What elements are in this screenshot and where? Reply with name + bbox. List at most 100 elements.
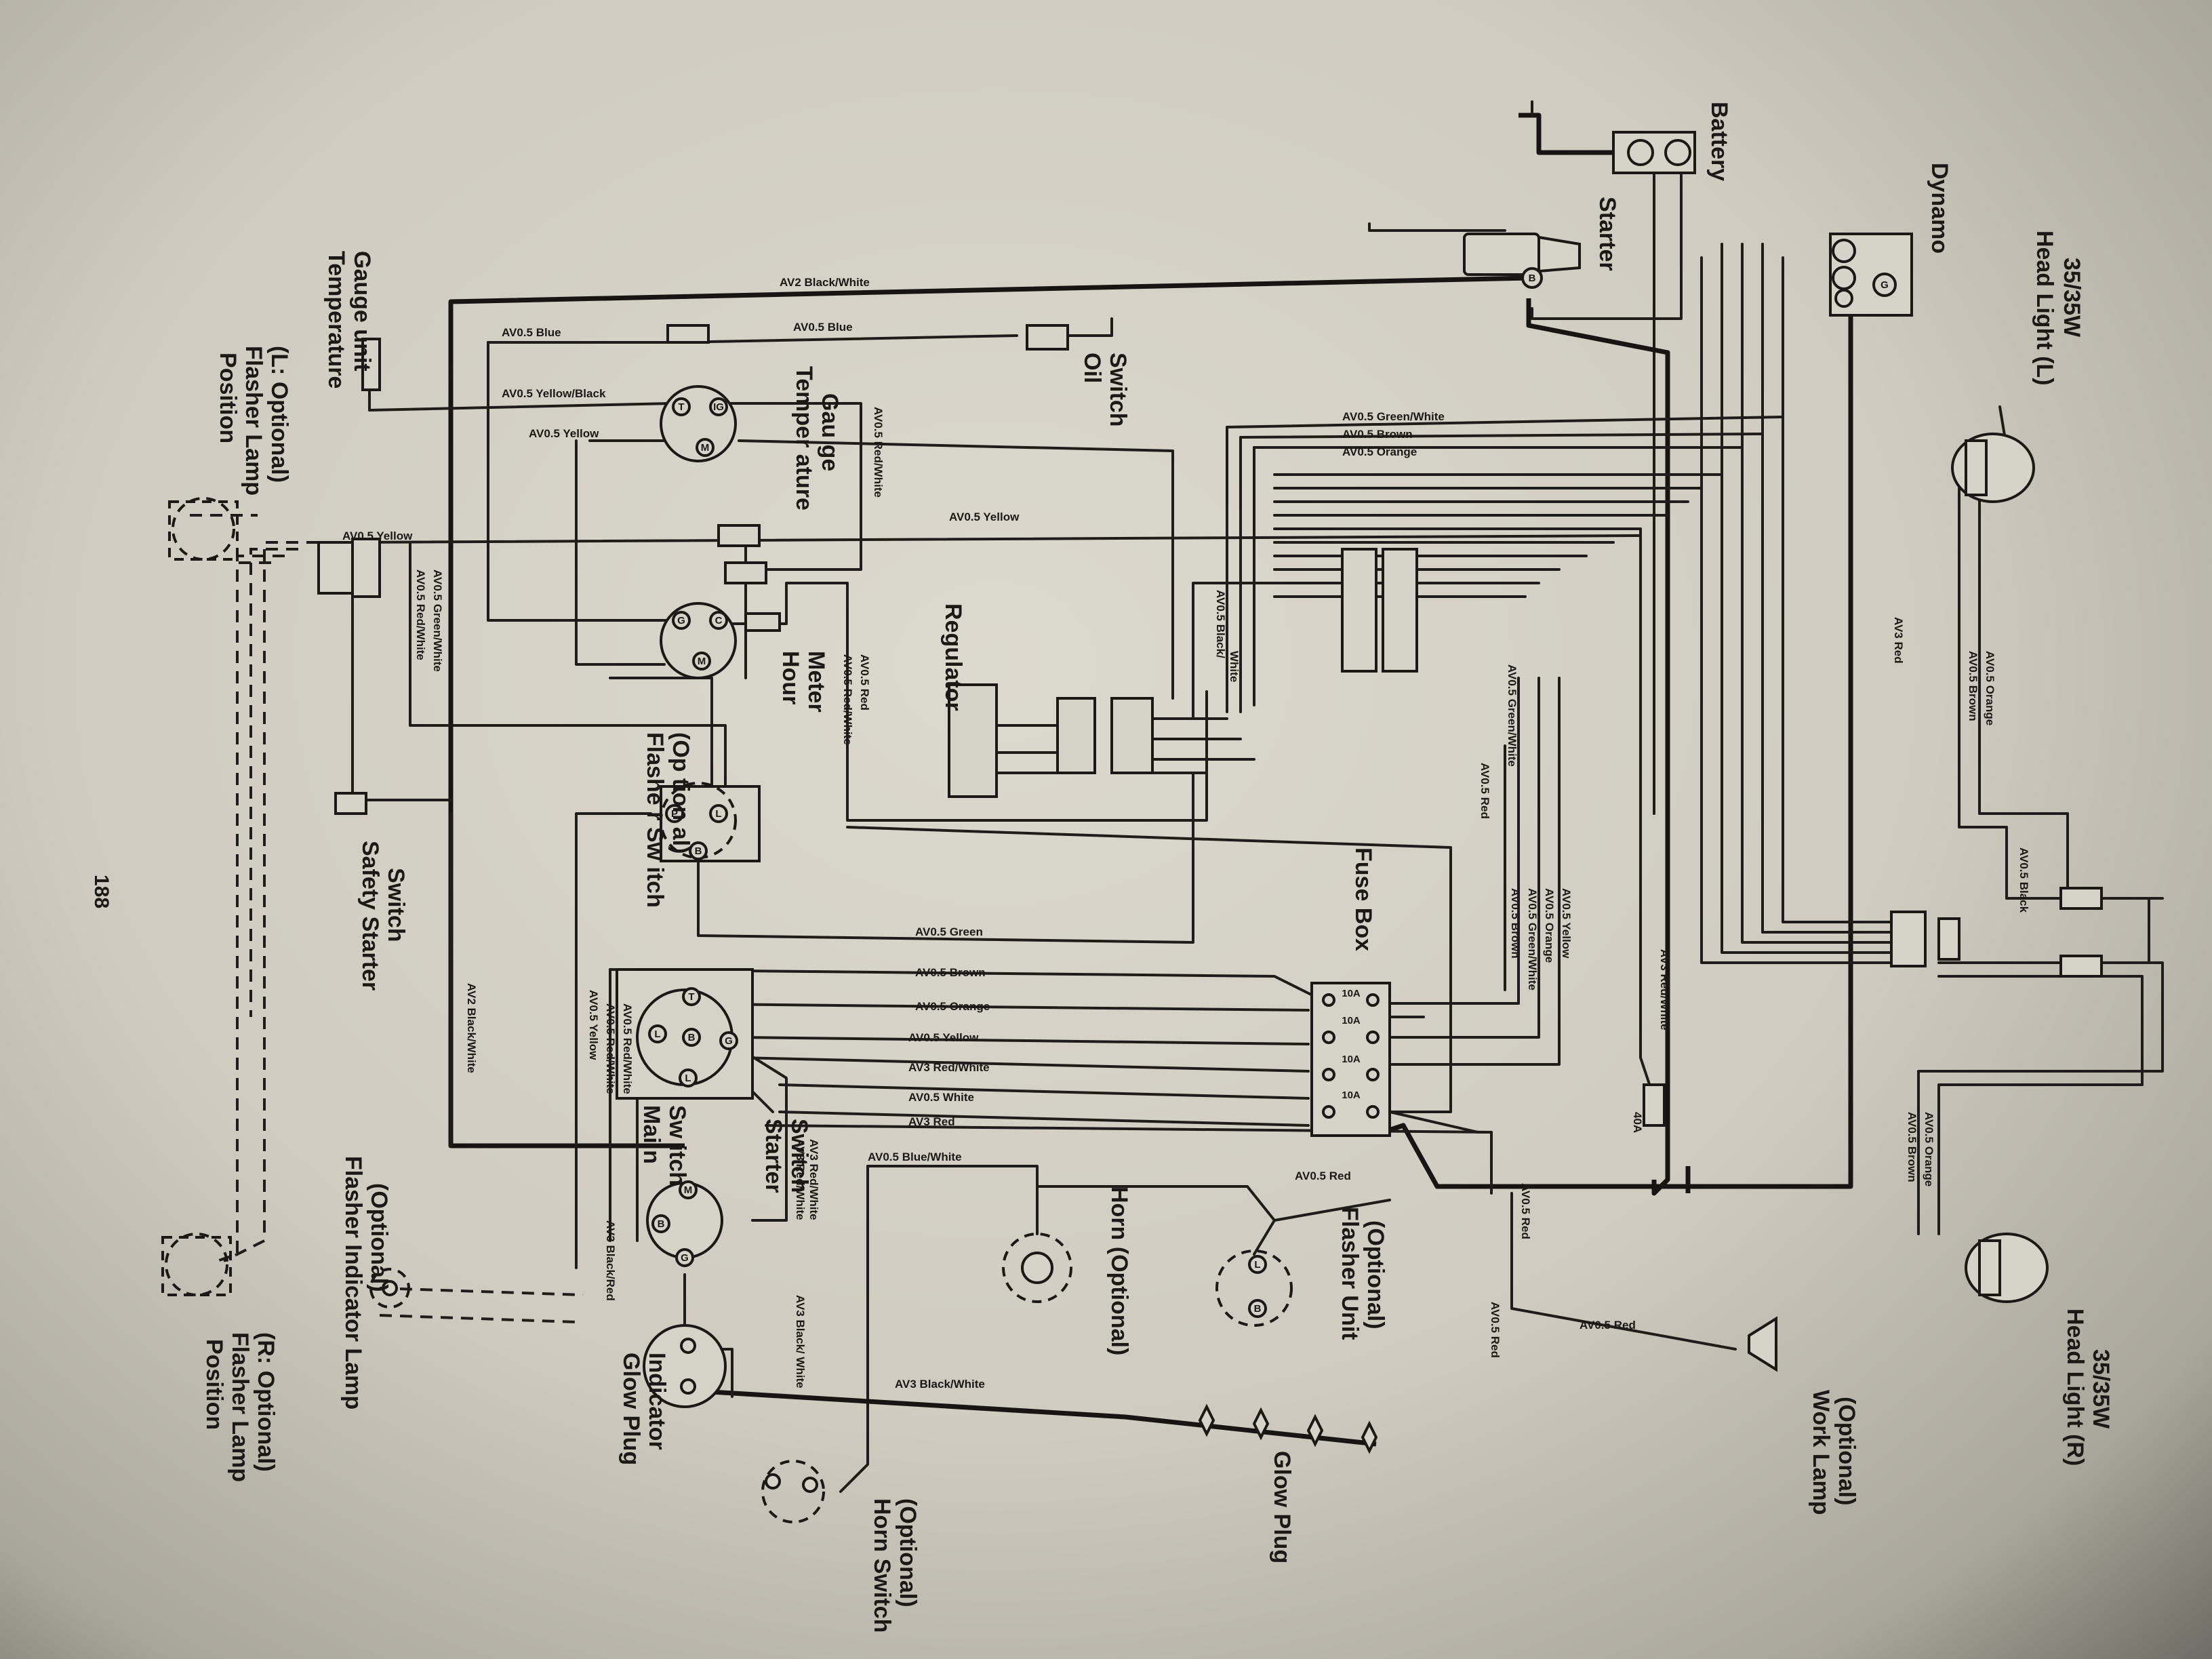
label-glow-plug: Glow Plug bbox=[1269, 1451, 1295, 1563]
svg-text:AV0.5 Green/White: AV0.5 Green/White bbox=[1506, 664, 1519, 767]
svg-text:AV0.5 Green/White: AV0.5 Green/White bbox=[1526, 888, 1539, 991]
svg-text:AV0.5 Yellow: AV0.5 Yellow bbox=[1560, 888, 1573, 959]
svg-text:AV0.5 Brown: AV0.5 Brown bbox=[1967, 651, 1979, 721]
svg-text:B: B bbox=[1254, 1303, 1262, 1315]
hour-meter: G C M bbox=[660, 602, 737, 679]
svg-text:T: T bbox=[678, 401, 684, 413]
regulator bbox=[948, 683, 1154, 798]
svg-text:G: G bbox=[681, 1252, 689, 1264]
fuse-box: 10A 10A 10A 10A bbox=[1310, 982, 1391, 1137]
label-dynamo: Dynamo bbox=[1927, 163, 1952, 254]
svg-text:AV0.5 Red: AV0.5 Red bbox=[1295, 1170, 1351, 1182]
svg-text:AV3 Black/ White: AV3 Black/ White bbox=[794, 1295, 807, 1388]
harness-connector-block bbox=[1341, 548, 1418, 673]
head-light-r bbox=[1965, 1233, 2049, 1303]
svg-text:AV0.5 Yellow: AV0.5 Yellow bbox=[342, 529, 413, 542]
label-horn-switch: Horn Switch(Optional) bbox=[869, 1498, 921, 1633]
svg-text:L: L bbox=[685, 1073, 691, 1084]
svg-text:AV3 Red/White: AV3 Red/White bbox=[794, 1139, 807, 1220]
svg-text:AV0.5 Orange: AV0.5 Orange bbox=[1984, 651, 1996, 725]
svg-text:AV3 Red/White: AV3 Red/White bbox=[807, 1139, 820, 1220]
svg-text:AV0.5 Brown: AV0.5 Brown bbox=[1509, 888, 1522, 959]
horn-switch bbox=[761, 1460, 825, 1523]
svg-text:T: T bbox=[688, 991, 694, 1003]
svg-text:AV2 Black/White: AV2 Black/White bbox=[780, 276, 870, 289]
svg-text:AV0.5 Red/White: AV0.5 Red/White bbox=[872, 407, 885, 498]
starter-switch: M B G bbox=[646, 1180, 723, 1267]
label-fuse-box: Fuse Box bbox=[1350, 847, 1376, 951]
label-position-flasher-r: PositionFlasher Lamp(R: Optional) bbox=[201, 1332, 279, 1482]
svg-text:AV0.5 Black/: AV0.5 Black/ bbox=[1214, 590, 1227, 658]
horn bbox=[1002, 1233, 1072, 1303]
svg-text:C: C bbox=[715, 615, 723, 626]
glow-plug-indicator bbox=[643, 1324, 727, 1408]
svg-text:P: P bbox=[671, 808, 678, 820]
svg-text:AV0.5 Yellow: AV0.5 Yellow bbox=[529, 427, 599, 440]
svg-text:L: L bbox=[1254, 1259, 1260, 1271]
svg-text:AV0.5 Red: AV0.5 Red bbox=[858, 654, 871, 711]
label-starter-switch: StarterSwitch bbox=[761, 1119, 812, 1193]
position-flasher-lamp-l bbox=[168, 497, 239, 561]
svg-text:M: M bbox=[698, 656, 706, 667]
svg-text:B: B bbox=[1529, 273, 1536, 284]
svg-text:10A: 10A bbox=[1342, 988, 1361, 999]
svg-text:M: M bbox=[701, 442, 710, 454]
starter: B bbox=[1463, 233, 1581, 289]
svg-text:G: G bbox=[1881, 279, 1889, 291]
svg-text:AV0.5 Green/White: AV0.5 Green/White bbox=[431, 569, 444, 672]
svg-text:AV0.5 Orange: AV0.5 Orange bbox=[1923, 1112, 1935, 1186]
svg-text:L: L bbox=[715, 808, 721, 820]
svg-text:AV0.5 Blue/White: AV0.5 Blue/White bbox=[868, 1151, 962, 1163]
label-temp-gauge-unit: TemperatureGauge unit bbox=[323, 251, 375, 388]
svg-text:AV0.5 Red/White: AV0.5 Red/White bbox=[604, 1003, 617, 1094]
svg-text:10A: 10A bbox=[1342, 1054, 1361, 1065]
main-fuse: 40A bbox=[1631, 1083, 1666, 1133]
svg-text:AV0.5 Red/White: AV0.5 Red/White bbox=[621, 1003, 634, 1094]
temperature-gauge-unit bbox=[361, 338, 381, 391]
svg-text:AV0.5 Brown: AV0.5 Brown bbox=[1906, 1112, 1918, 1182]
label-battery: Battery bbox=[1706, 102, 1732, 181]
label-flasher-indicator-lamp: Flasher Indicator Lamp(Optional) bbox=[340, 1156, 392, 1410]
harness-connectors bbox=[1890, 887, 2103, 978]
svg-text:AV3 Red: AV3 Red bbox=[1892, 617, 1905, 664]
label-temp-gauge: Temper atureGau ge bbox=[791, 366, 843, 511]
svg-text:AV0.5 Blue: AV0.5 Blue bbox=[793, 321, 853, 334]
svg-text:AV3 Red/White: AV3 Red/White bbox=[908, 1061, 990, 1074]
svg-text:AV0.5 Yellow/Black: AV0.5 Yellow/Black bbox=[502, 387, 606, 400]
flasher-unit: L B bbox=[1215, 1250, 1293, 1327]
oil-switch bbox=[1026, 324, 1069, 351]
svg-text:AV0.5 Brown: AV0.5 Brown bbox=[1342, 428, 1413, 441]
svg-text:G: G bbox=[677, 615, 685, 626]
head-light-l bbox=[1951, 433, 2035, 503]
dynamo: G bbox=[1829, 233, 1913, 317]
work-lamp bbox=[1748, 1316, 1777, 1372]
svg-text:AV0.5 Red/White: AV0.5 Red/White bbox=[841, 654, 854, 745]
svg-text:40A: 40A bbox=[1631, 1112, 1644, 1133]
wires bbox=[351, 100, 2164, 1493]
label-regulator: Regulator bbox=[940, 603, 966, 711]
page-number: 188 bbox=[90, 875, 113, 908]
svg-text:AV3 Red: AV3 Red bbox=[908, 1115, 955, 1128]
label-flasher-unit: Flasher Unit(Optional) bbox=[1337, 1207, 1388, 1340]
svg-text:M: M bbox=[684, 1184, 693, 1196]
svg-text:B: B bbox=[658, 1218, 665, 1230]
safety-starter-switch bbox=[334, 792, 367, 815]
svg-text:B: B bbox=[695, 845, 702, 857]
svg-text:10A: 10A bbox=[1342, 1015, 1361, 1026]
svg-text:AV3 Black/White: AV3 Black/White bbox=[895, 1378, 985, 1391]
svg-text:AV0.5 Orange: AV0.5 Orange bbox=[1342, 445, 1417, 458]
label-head-light-l: Head Light (L)35/35W bbox=[2032, 231, 2085, 386]
battery bbox=[1612, 131, 1696, 174]
svg-text:AV0.5 Yellow: AV0.5 Yellow bbox=[587, 990, 600, 1060]
svg-text:AV0.5 Orange: AV0.5 Orange bbox=[1543, 888, 1556, 963]
label-main-switch: Mai nSw itch bbox=[639, 1105, 690, 1186]
svg-text:AV0.5 Brown: AV0.5 Brown bbox=[915, 966, 986, 979]
svg-text:AV0.5 Yellow: AV0.5 Yellow bbox=[949, 511, 1020, 523]
svg-text:AV0.5 Red: AV0.5 Red bbox=[1519, 1183, 1532, 1239]
svg-text:AV0.5 Green: AV0.5 Green bbox=[915, 925, 983, 938]
component-labels: Head Light (L)35/35W Dynamo Battery Star… bbox=[201, 102, 2114, 1633]
svg-text:AV0.5 Yellow: AV0.5 Yellow bbox=[908, 1031, 979, 1044]
svg-text:AV3 Red/White: AV3 Red/White bbox=[1658, 949, 1671, 1031]
